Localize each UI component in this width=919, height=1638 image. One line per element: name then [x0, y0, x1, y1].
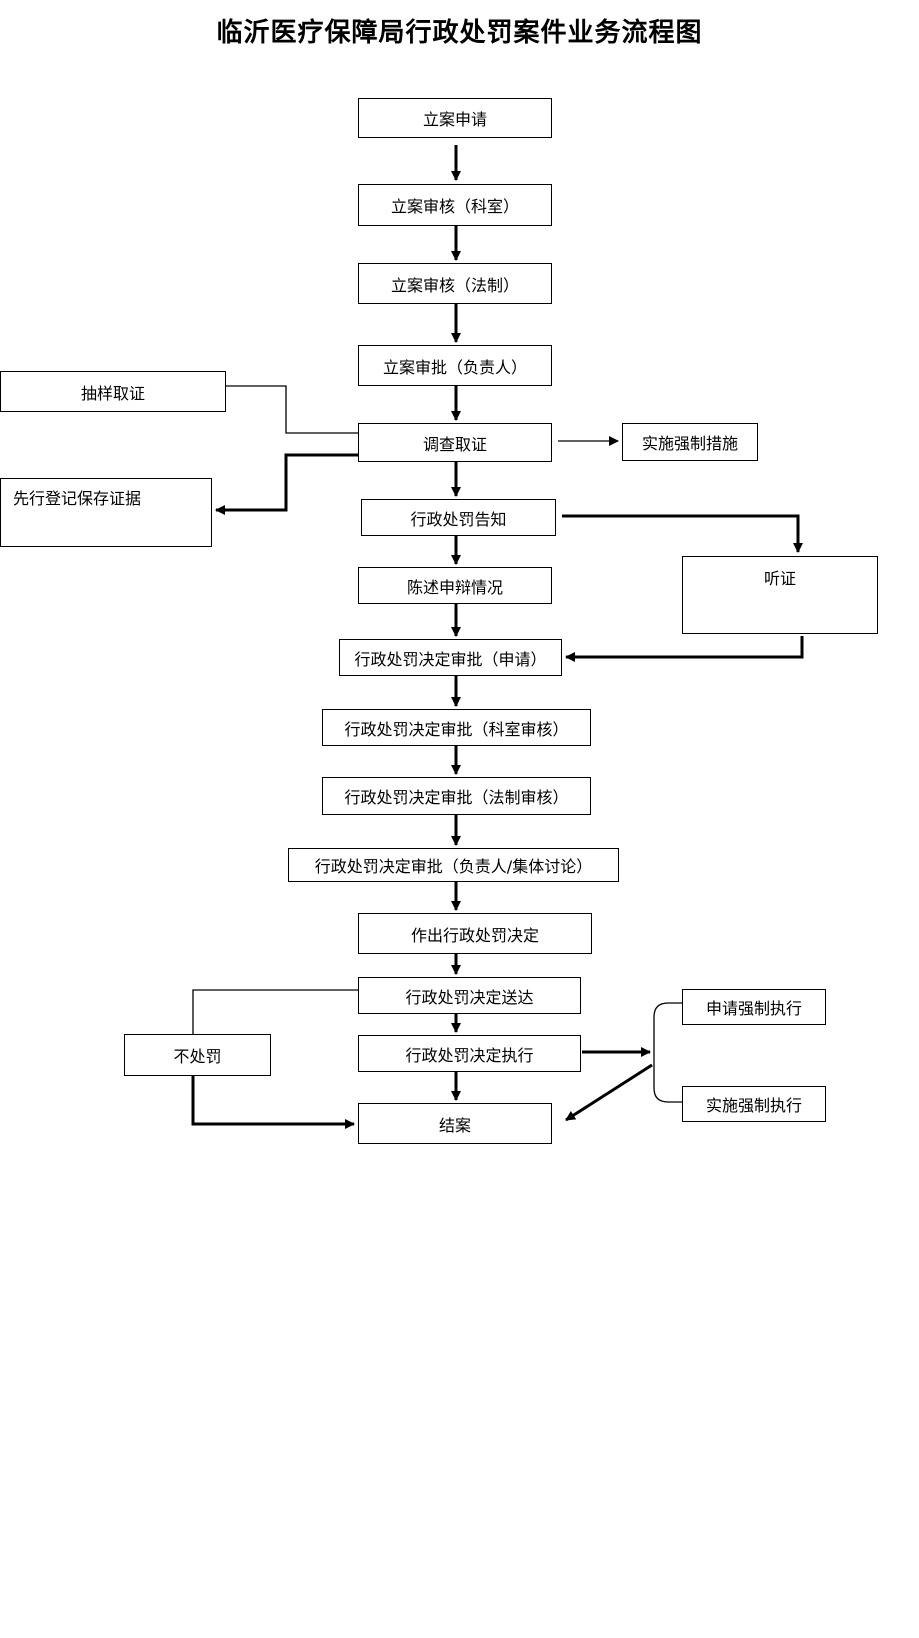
node-no-penalty: 不处罚 [124, 1034, 271, 1076]
node-execute-decision: 行政处罚决定执行 [358, 1035, 581, 1072]
node-make-decision: 作出行政处罚决定 [358, 913, 592, 954]
node-case-approval-head: 立案审批（负责人） [358, 345, 552, 386]
node-case-review-dept: 立案审核（科室） [358, 184, 552, 226]
arrow-hearing-d1 [565, 636, 804, 662]
node-investigation: 调查取证 [358, 423, 552, 462]
arrow-notice-hearing [562, 514, 803, 553]
node-apply-enforcement: 申请强制执行 [682, 989, 826, 1025]
node-penalty-notice: 行政处罚告知 [361, 499, 556, 536]
page-title: 临沂医疗保障局行政处罚案件业务流程图 [216, 18, 703, 48]
node-statement-defense: 陈述申辩情况 [358, 567, 552, 604]
node-register-preserve-evidence: 先行登记保存证据 [0, 478, 212, 547]
node-decision-approval-dept: 行政处罚决定审批（科室审核） [322, 709, 591, 746]
node-implement-enforcement: 实施强制执行 [682, 1086, 826, 1122]
node-decision-approval-head: 行政处罚决定审批（负责人/集体讨论） [288, 848, 619, 882]
node-sampling-evidence: 抽样取证 [0, 371, 226, 412]
node-decision-approval-legal: 行政处罚决定审批（法制审核） [322, 777, 591, 815]
line-sampling-investigate [226, 385, 358, 434]
node-case-application: 立案申请 [358, 98, 552, 138]
arrow-nopenalty-close [191, 1076, 355, 1129]
enforcement-bracket [653, 1002, 682, 1103]
node-decision-approval-apply: 行政处罚决定审批（申请） [339, 639, 562, 676]
node-deliver-decision: 行政处罚决定送达 [358, 977, 581, 1014]
node-case-closed: 结案 [358, 1103, 552, 1144]
arrow-enforce-close [565, 1063, 653, 1122]
node-case-review-legal: 立案审核（法制） [358, 263, 552, 304]
line-deliver-nopenalty [192, 989, 358, 1034]
node-hearing: 听证 [682, 556, 878, 634]
node-coercive-measures: 实施强制措施 [622, 423, 758, 461]
arrow-investigate-register [215, 453, 358, 515]
